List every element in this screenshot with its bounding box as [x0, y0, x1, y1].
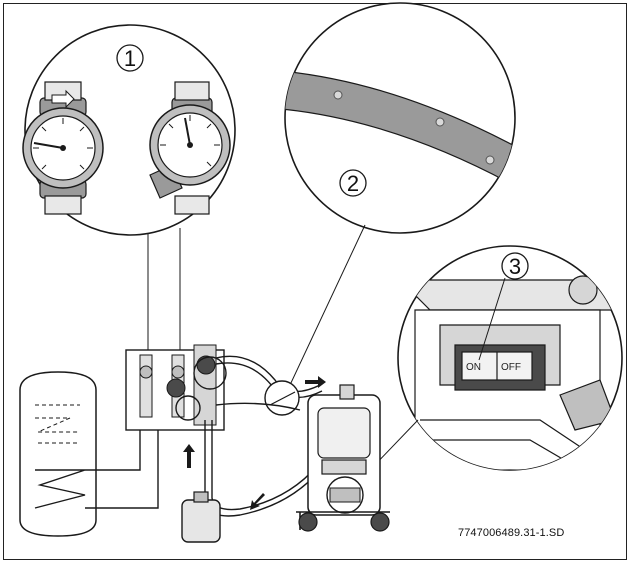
leader-line-2 [289, 224, 366, 386]
fill-hose-top [215, 355, 321, 393]
callout-3-circle [501, 252, 529, 280]
storage-tank-icon [19, 371, 97, 537]
callout-3-label: 3 [509, 254, 521, 279]
detail-circle-3: ON OFF 3 [397, 245, 623, 471]
pump-cart-icon [296, 384, 390, 532]
callout-2-circle [339, 169, 367, 197]
switch-off-label: OFF [501, 362, 521, 373]
flow-pipe [85, 420, 141, 471]
callout-1-label: 1 [124, 46, 136, 71]
canister-icon [181, 491, 221, 543]
switch-on-label: ON [466, 362, 481, 373]
right-gauge-icon [149, 81, 231, 215]
figure-caption: 7747006489.31-1.SD [458, 527, 565, 539]
callout-1-circle [116, 44, 144, 72]
left-gauge-icon [22, 81, 104, 215]
hose-band [285, 69, 515, 202]
hose-detail-marker [264, 380, 300, 416]
pump-station [125, 344, 227, 431]
detail-circle-1: 1 [22, 24, 236, 236]
callout-2-label: 2 [347, 171, 359, 196]
return-pipe [85, 420, 159, 509]
detail-circle-2: 2 [284, 2, 516, 234]
